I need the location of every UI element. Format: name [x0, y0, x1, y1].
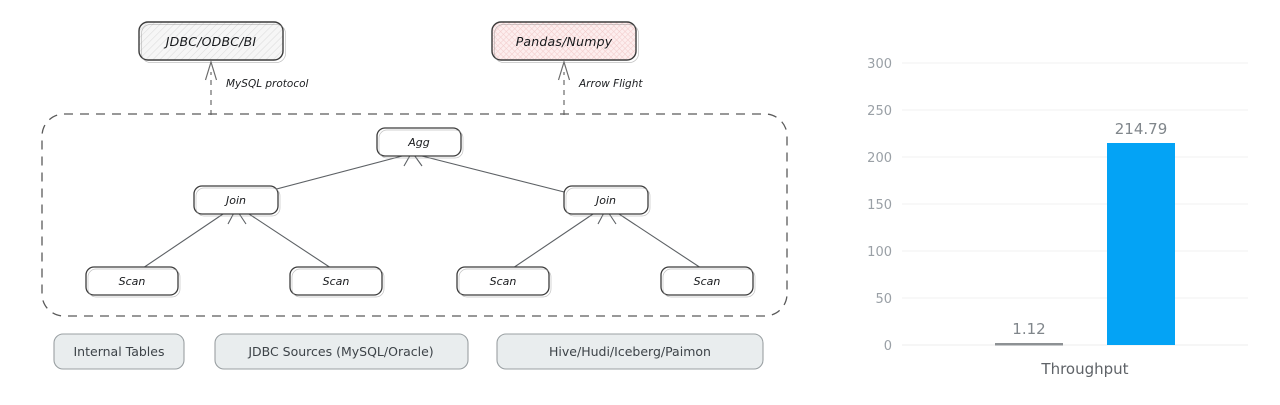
source-box-internal-tables-shape [53, 333, 185, 370]
plan-node-agg-shape [376, 127, 462, 157]
plan-node-scan-2[interactable]: Scan [289, 266, 385, 298]
connector-arrow-flight-arrowhead [557, 59, 571, 81]
connector-mysql-protocol: MySQL protocol [204, 59, 309, 115]
plan-node-scan-2-sketch-outline [291, 268, 385, 298]
source-box-internal-tables[interactable]: Internal Tables [53, 333, 185, 370]
bar-optimized[interactable] [1107, 143, 1175, 345]
edge-joinright-scan3 [509, 211, 597, 271]
plan-node-join-right-label: Join [594, 194, 616, 207]
plan-node-scan-3-sketch-outline [458, 268, 552, 298]
edge-joinleft-scan1 [139, 211, 227, 271]
connector-mysql-protocol-arrowhead [204, 59, 218, 81]
chart-value-labels: 1.12 214.79 [1012, 120, 1167, 338]
plan-node-scan-3-label: Scan [490, 275, 517, 288]
edge-joinleft-scan2 [245, 211, 335, 271]
connector-arrow-flight: Arrow Flight [557, 59, 643, 115]
plan-node-join-right-sketch-outline [565, 187, 651, 217]
bar-value-label-baseline: 1.12 [1012, 320, 1045, 338]
edge-joinright-scan4 [615, 211, 705, 271]
x-axis-category-label-throughput: Throughput [1040, 360, 1128, 378]
bar-value-label-optimized: 214.79 [1115, 120, 1168, 138]
throughput-bar-chart-panel: 300 250 200 150 100 50 0 1.12 214.79 Thr… [840, 0, 1280, 405]
edge-agg-join-right [417, 154, 581, 197]
client-box-jdbc-odbc-bi[interactable]: JDBC/ODBC/BI [138, 21, 286, 63]
plan-node-scan-4-shape [660, 266, 754, 296]
source-box-jdbc-sources[interactable]: JDBC Sources (MySQL/Oracle) [214, 333, 469, 370]
connector-arrow-flight-label: Arrow Flight [578, 78, 643, 90]
y-tick-label-100: 100 [867, 245, 892, 260]
plan-node-join-right[interactable]: Join [563, 185, 651, 217]
plan-node-scan-4-sketch-outline [662, 268, 756, 298]
client-box-jdbc-odbc-bi-label: JDBC/ODBC/BI [163, 34, 257, 49]
y-tick-label-0: 0 [884, 339, 892, 354]
plan-node-join-left-label: Join [224, 194, 246, 207]
source-box-lakehouse[interactable]: Hive/Hudi/Iceberg/Paimon [496, 333, 764, 370]
y-tick-label-250: 250 [867, 104, 892, 119]
source-box-internal-tables-label: Internal Tables [74, 344, 165, 359]
plan-node-agg-sketch-outline [378, 129, 464, 159]
plan-node-join-left-shape [193, 185, 279, 215]
client-box-jdbc-odbc-bi-sketch-outline [141, 24, 286, 63]
plan-node-scan-4[interactable]: Scan [660, 266, 756, 298]
source-box-jdbc-sources-shape [214, 333, 469, 370]
bar-baseline[interactable] [995, 343, 1063, 346]
plan-node-agg[interactable]: Agg [376, 127, 464, 159]
plan-node-scan-1[interactable]: Scan [85, 266, 181, 298]
plan-node-scan-3[interactable]: Scan [456, 266, 552, 298]
chart-gridlines [902, 62, 1248, 346]
plan-node-scan-1-label: Scan [119, 275, 146, 288]
plan-node-scan-3-shape [456, 266, 550, 296]
y-tick-label-300: 300 [867, 57, 892, 72]
plan-node-join-left-sketch-outline [195, 187, 281, 217]
client-box-pandas-numpy[interactable]: Pandas/Numpy [491, 21, 639, 63]
source-box-lakehouse-label: Hive/Hudi/Iceberg/Paimon [549, 344, 711, 359]
architecture-diagram-svg: JDBC/ODBC/BI Pandas/Numpy MySQL protocol… [41, 21, 788, 370]
connector-mysql-protocol-label: MySQL protocol [226, 78, 309, 90]
plan-node-scan-4-label: Scan [694, 275, 721, 288]
chart-y-axis-labels: 300 250 200 150 100 50 0 [867, 57, 892, 354]
chart-bars [995, 143, 1175, 346]
plan-node-scan-2-shape [289, 266, 383, 296]
y-tick-label-150: 150 [867, 198, 892, 213]
source-box-jdbc-sources-label: JDBC Sources (MySQL/Oracle) [247, 344, 433, 359]
plan-node-scan-1-shape [85, 266, 179, 296]
plan-node-join-left[interactable]: Join [193, 185, 281, 217]
plan-node-scan-1-sketch-outline [87, 268, 181, 298]
client-box-pandas-numpy-label: Pandas/Numpy [516, 34, 613, 49]
plan-node-agg-label: Agg [407, 136, 430, 149]
client-box-pandas-numpy-sketch-outline [494, 24, 639, 63]
architecture-diagram-panel: JDBC/ODBC/BI Pandas/Numpy MySQL protocol… [41, 21, 788, 370]
throughput-bar-chart-svg: 300 250 200 150 100 50 0 1.12 214.79 Thr… [867, 57, 1248, 378]
y-tick-label-200: 200 [867, 151, 892, 166]
source-box-lakehouse-shape [496, 333, 764, 370]
plan-node-scan-2-label: Scan [323, 275, 350, 288]
plan-node-join-right-shape [563, 185, 649, 215]
y-tick-label-50: 50 [875, 292, 892, 307]
